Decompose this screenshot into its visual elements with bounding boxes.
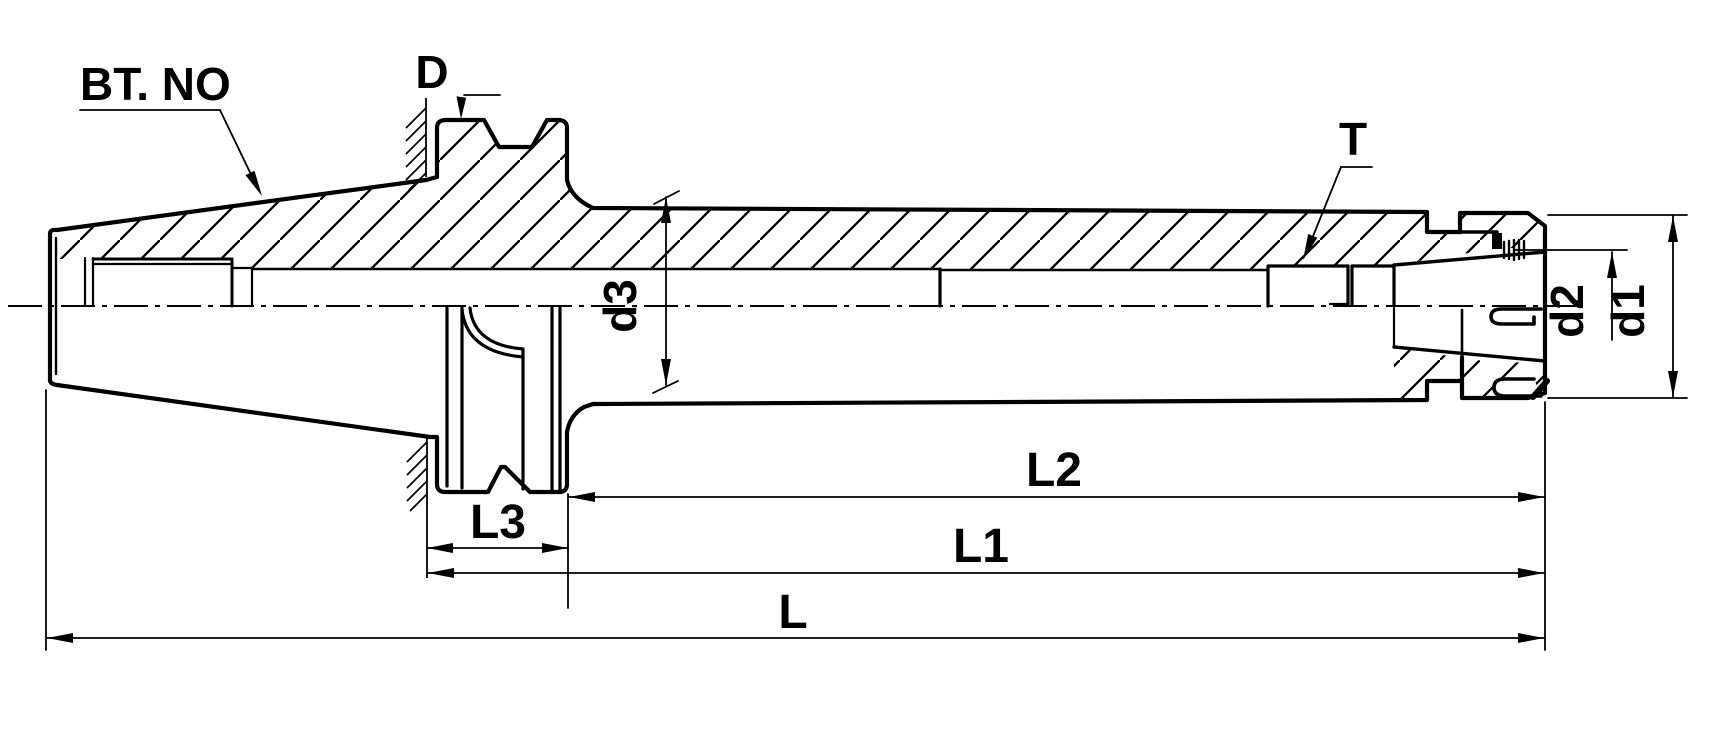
nose-bottom-section-hatch [1394,348,1505,400]
dimension-d2: d2 [1541,251,1617,341]
callout-d: D [415,46,501,119]
dimension-l1: L1 [427,520,1545,578]
outline-bottom [47,377,1463,495]
collet-nut [1457,210,1550,401]
callout-t: T [1303,113,1373,260]
collet-lower-lip [1492,377,1543,398]
d2-label: d2 [1541,284,1593,338]
callout-bt-no: BT. NO [79,58,262,196]
collet-nose-chamfer [1530,378,1550,400]
dimension-d3: d3 [594,196,671,386]
outline-top [47,117,1463,383]
gauge-ticks-bottom [406,441,428,512]
nut-outline [1457,210,1548,401]
d1-label: d1 [1602,284,1654,338]
flange-groove-lines [445,306,562,492]
collet-taper-bottom [1392,345,1547,363]
dimension-d1: d1 [1602,215,1678,398]
gauge-plane-hatch-wall [405,98,428,578]
l3-label: L3 [470,496,526,549]
dimensions: BT. NO D T d3 d2 [45,46,1688,651]
section-hatching [50,120,1545,400]
t-label: T [1339,113,1367,165]
body-section-hatch [50,120,1505,270]
nut-groove-fill [1492,233,1502,249]
d-label: D [415,46,448,98]
dimension-l: L [46,586,1545,643]
l1-label: L1 [953,520,1009,573]
tool-body-outline [47,117,1463,495]
l-label: L [778,586,807,639]
dimension-l2: L2 [568,444,1545,502]
extension-lines [45,190,1688,651]
gauge-ticks-top [405,107,427,191]
dimension-l3: L3 [426,496,569,553]
d3-label: d3 [594,279,646,333]
bt-no-label: BT. NO [80,58,231,110]
collet-upper-lip [1489,307,1543,326]
l2-label: L2 [1026,444,1082,497]
internal-bore-lines [83,250,1547,363]
